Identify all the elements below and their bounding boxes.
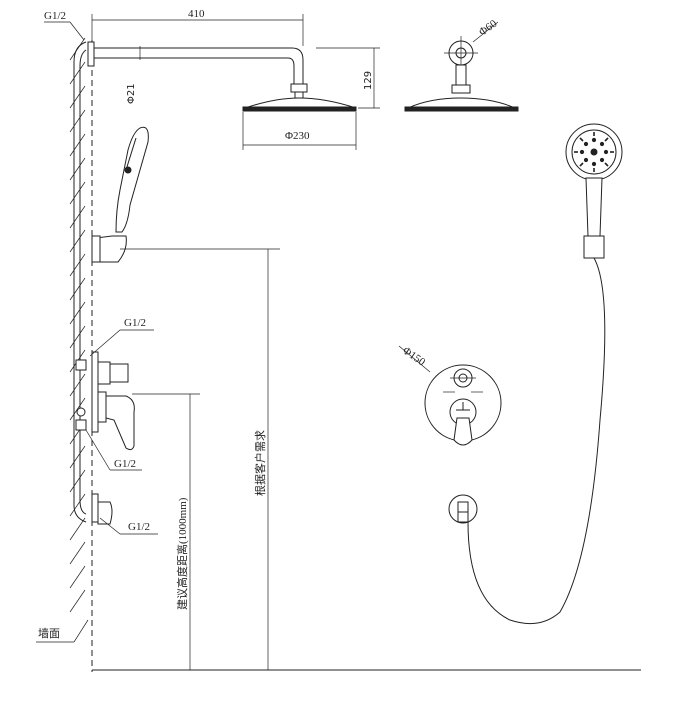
head-diameter-label: Φ230 <box>285 130 310 142</box>
arm-diameter-label: Φ21 <box>126 83 137 104</box>
hand-shower-front-view <box>467 123 623 625</box>
arm-length-dimension: 410 <box>91 8 304 46</box>
valve-front-view: Φ150 <box>398 345 502 446</box>
valve-lower-thread-callout: G1/2 <box>85 429 142 471</box>
flange-diameter-label: Φ60 <box>477 17 500 38</box>
valve-height-dimension: 建议高度距离(1000mm) <box>132 393 200 670</box>
drop-height-label: 129 <box>363 71 374 90</box>
wall-label: 墙面 <box>38 626 60 640</box>
valve-plate-diameter-label: Φ150 <box>400 345 427 369</box>
wall-hatching <box>69 37 86 613</box>
rain-shower-head <box>242 83 357 112</box>
outlet-side-view: G1/2 <box>91 493 158 535</box>
head-diameter-dimension: Φ230 <box>242 112 357 150</box>
shower-arm <box>87 41 304 84</box>
drop-height-dimension: 129 <box>316 47 380 109</box>
customer-requirement-label: 根据客户需求 <box>253 430 267 496</box>
wall-callout: 墙面 <box>36 619 89 643</box>
shower-head-side-view: Φ60 <box>404 17 519 112</box>
arm-length-label: 410 <box>188 8 205 20</box>
hand-shower-side-view <box>91 126 149 263</box>
top-thread-label: G1/2 <box>44 10 66 22</box>
valve-upper-thread-label: G1/2 <box>124 317 146 329</box>
valve-upper-thread-callout: G1/2 <box>89 317 154 357</box>
valve-side-view <box>75 351 135 451</box>
recommended-height-label: 建议高度距离(1000mm) <box>175 497 189 610</box>
valve-lower-thread-label: G1/2 <box>114 458 136 470</box>
top-thread-callout: G1/2 <box>44 10 85 41</box>
holder-height-dimension: 根据客户需求 <box>120 248 280 670</box>
outlet-front-view <box>448 494 478 524</box>
outlet-thread-label: G1/2 <box>128 521 150 533</box>
arm-diameter-callout: Φ21 <box>126 46 141 104</box>
concealed-pipe <box>73 41 87 523</box>
